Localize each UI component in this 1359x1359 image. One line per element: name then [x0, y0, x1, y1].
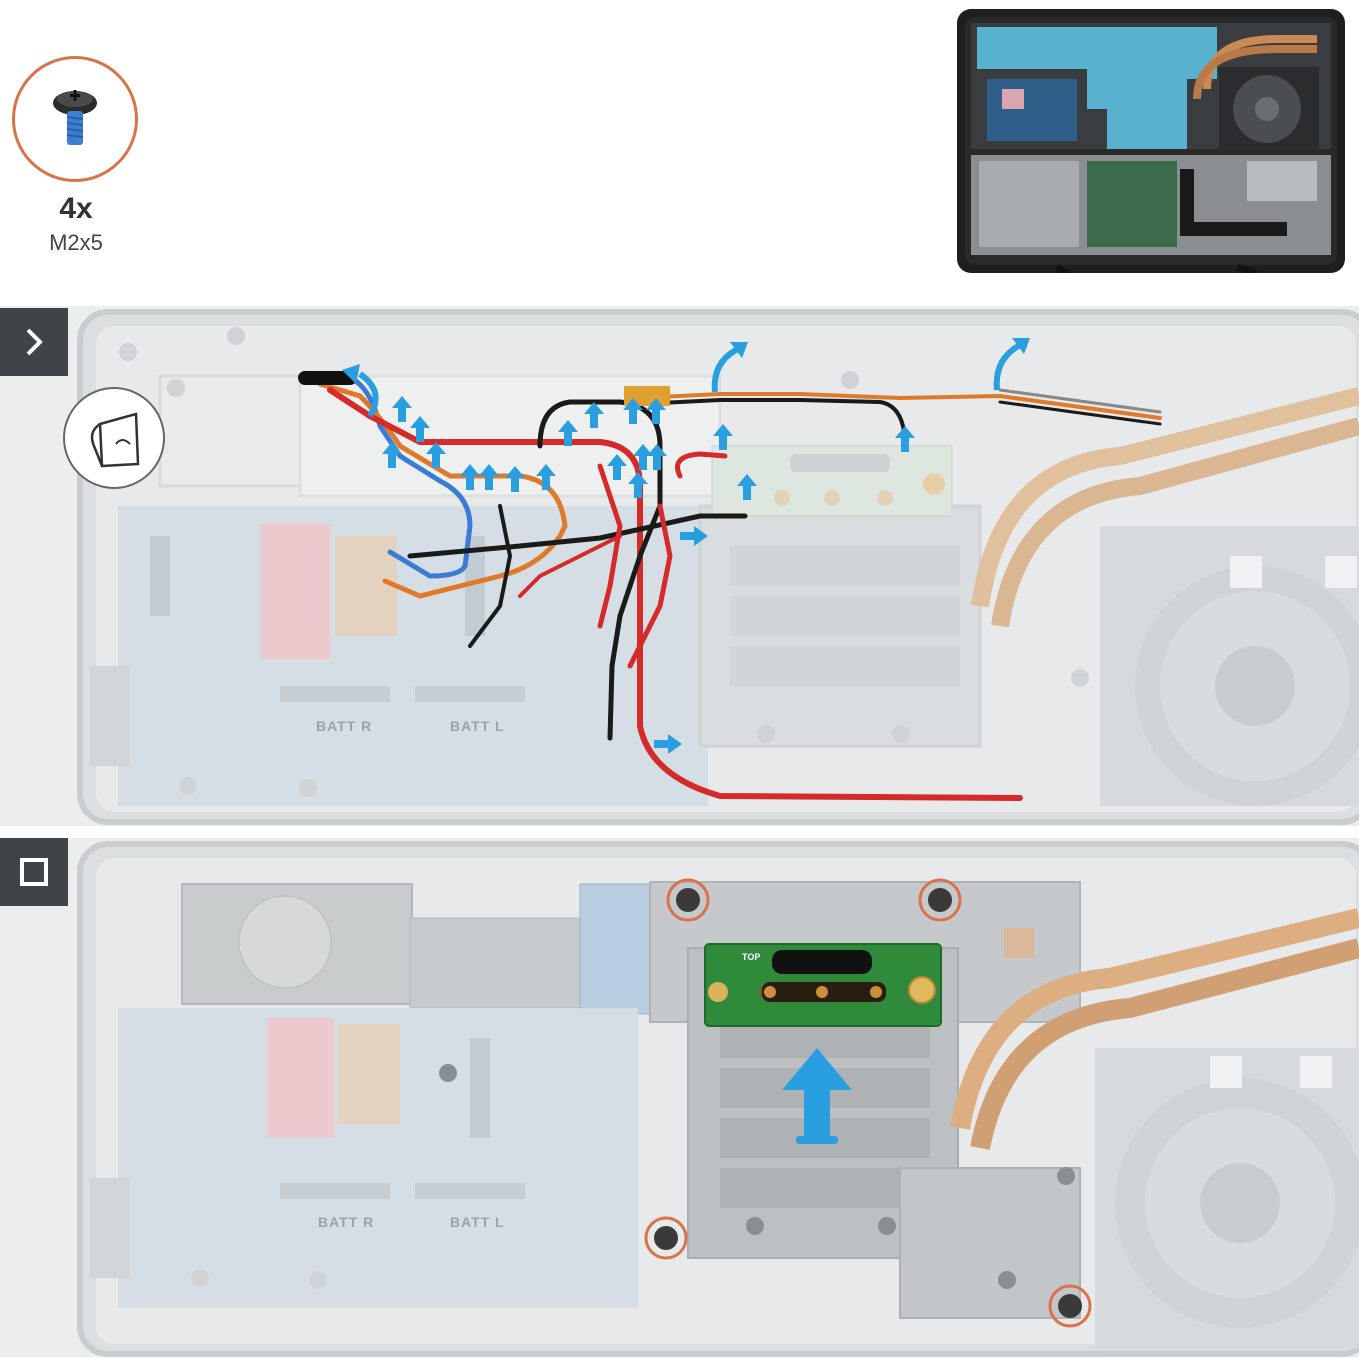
batt-l-label: BATT L — [450, 718, 505, 734]
cable-black-3 — [468, 504, 513, 648]
cable-red-5 — [675, 451, 728, 479]
tape-peel-icon — [60, 384, 170, 494]
cable-blue — [307, 375, 473, 579]
overview-thumbnail — [957, 9, 1345, 273]
cable-red-main — [327, 387, 1023, 801]
screw-icon — [53, 90, 97, 145]
cable-black-2 — [407, 513, 748, 559]
highlighted-region — [977, 27, 1217, 149]
cable-orange-top — [638, 392, 1162, 420]
lift-arrows — [382, 396, 915, 754]
square-icon — [20, 858, 48, 886]
screw-size: M2x5 — [49, 230, 103, 255]
unroute-arrows — [358, 341, 1024, 418]
highlighted-screws — [644, 878, 1092, 1328]
chevron-right-icon — [26, 328, 43, 356]
batt-r-label-2: BATT R — [318, 1214, 375, 1230]
step2-panel: TOP BATT R BATT L — [0, 838, 1359, 1357]
lift-up-arrow — [782, 1048, 852, 1144]
step1-panel: BATT R BATT L — [0, 306, 1359, 826]
antenna-cables — [298, 371, 1162, 801]
cable-red-3 — [597, 463, 623, 629]
step1-badge — [0, 308, 68, 376]
batt-r-label: BATT R — [316, 718, 373, 734]
cable-red-4 — [518, 534, 622, 598]
cable-red-2 — [627, 503, 673, 669]
screw-count: 4x — [59, 192, 93, 225]
pcb-top-label: TOP — [742, 952, 761, 962]
batt-l-label-2: BATT L — [450, 1214, 505, 1230]
screw-legend-circle — [12, 56, 138, 182]
step2-badge — [0, 838, 68, 906]
